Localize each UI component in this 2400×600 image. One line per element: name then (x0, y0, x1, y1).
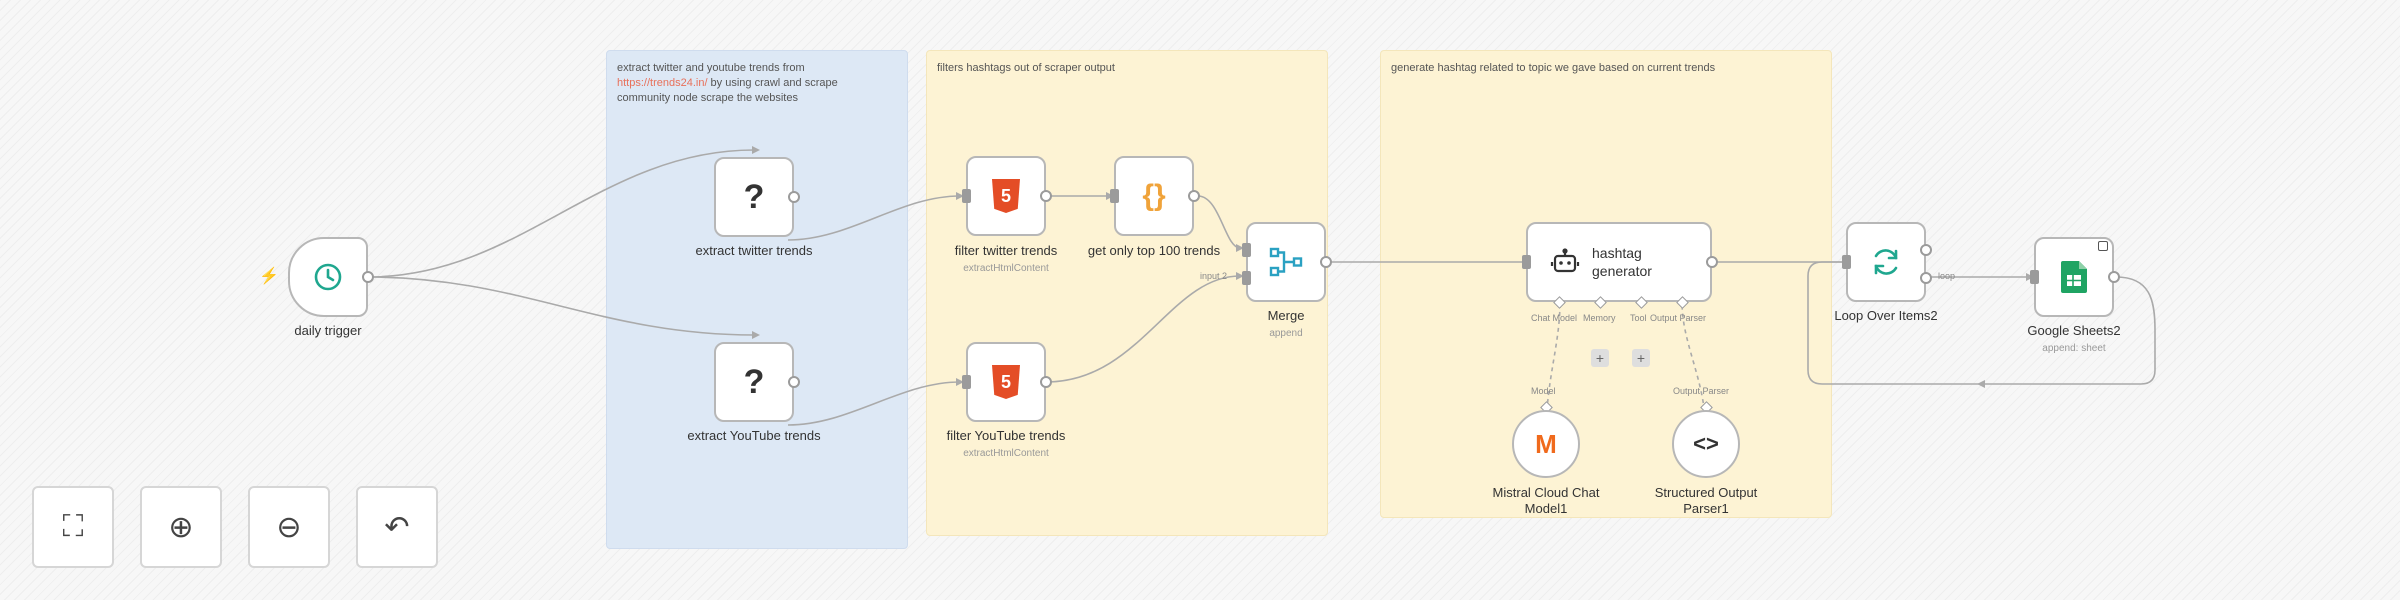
output-handle[interactable] (1706, 256, 1718, 268)
add-memory-button[interactable]: + (1591, 349, 1609, 367)
html5-icon: 5 (992, 365, 1020, 399)
node-mistral[interactable]: M (1512, 410, 1580, 478)
node-extract-youtube[interactable]: ? (714, 342, 800, 422)
node-title: hashtag generator (1592, 245, 1652, 279)
sticky-note-text: extract twitter and youtube trends from … (617, 62, 838, 104)
node-label: Merge (1267, 308, 1305, 323)
edge-filteryt-merge (1045, 275, 1241, 383)
output-handle[interactable] (788, 191, 800, 203)
node-daily-trigger[interactable] (288, 237, 374, 317)
input-handle[interactable] (1522, 255, 1531, 269)
robot-icon (1550, 248, 1580, 273)
sticky-note-text: generate hashtag related to topic we gav… (1391, 62, 1716, 74)
zoom-out-button[interactable]: ⊖ (248, 486, 330, 568)
node-label: Structured Output Parser1 (1654, 485, 1758, 516)
add-tool-button[interactable]: + (1632, 349, 1650, 367)
node-label: daily trigger (294, 323, 362, 338)
sticky-note-extract[interactable]: extract twitter and youtube trends from … (606, 50, 908, 549)
port-label-chat-model: Chat Model (1531, 313, 1578, 323)
edge-twitter-filter (787, 195, 961, 241)
input-handle[interactable] (962, 375, 971, 389)
output-handle-loop[interactable] (1920, 272, 1932, 284)
refresh-icon (1874, 249, 1898, 275)
node-label: filter YouTube trends (946, 428, 1066, 443)
trends24-link[interactable]: https://trends24.in/ (617, 77, 708, 89)
output-handle[interactable] (1040, 376, 1052, 388)
zoom-in-button[interactable]: ⊕ (140, 486, 222, 568)
google-sheets-icon (2061, 261, 2087, 293)
output-handle[interactable] (1188, 190, 1200, 202)
unknown-node-icon: ? (743, 177, 765, 216)
mistral-icon: M (1535, 428, 1557, 459)
reset-zoom-button[interactable]: ↶ (356, 486, 438, 568)
input-handle[interactable] (962, 189, 971, 203)
node-google-sheets[interactable] (2030, 237, 2120, 317)
input-handle[interactable] (1842, 255, 1851, 269)
edge-youtube-filter (787, 381, 961, 426)
model-port-label: Model (1531, 386, 1556, 396)
node-loop-over-items[interactable] (1842, 222, 1932, 302)
edge-sheets-loop-back (1807, 261, 2156, 385)
output-handle[interactable] (788, 376, 800, 388)
node-structured-parser[interactable]: <> (1672, 410, 1740, 478)
fit-view-button[interactable]: ⛶ (32, 486, 114, 568)
node-label: extract twitter trends (695, 243, 813, 258)
edge-top100-merge (1197, 195, 1241, 249)
output-handle[interactable] (1320, 256, 1332, 268)
node-label: extract YouTube trends (687, 428, 821, 443)
node-hashtag-generator[interactable]: hashtag generator (1522, 222, 1718, 302)
input-handle-2[interactable] (1242, 271, 1251, 285)
input-2-label: input 2 (1200, 271, 1228, 281)
node-label: Loop Over Items2 (1834, 308, 1938, 323)
node-label: get only top 100 trends (1087, 243, 1221, 258)
trigger-bolt-icon: ⚡ (259, 268, 279, 285)
node-filter-youtube[interactable]: 5 (962, 342, 1052, 422)
html5-icon: 5 (992, 179, 1020, 213)
merge-icon (1269, 247, 1303, 277)
node-merge[interactable] (1242, 222, 1332, 302)
unknown-node-icon: ? (743, 362, 765, 401)
edge-trigger-twitter (367, 149, 755, 278)
undo-icon: ↶ (384, 510, 410, 544)
input-handle[interactable] (1110, 189, 1119, 203)
output-handle[interactable] (362, 271, 374, 283)
input-handle-1[interactable] (1242, 243, 1251, 257)
node-subtitle: append: sheet (2042, 343, 2106, 354)
code-braces-icon: {} (1142, 179, 1166, 212)
output-handle-done[interactable] (1920, 244, 1932, 256)
sheets-corner-icon (2098, 241, 2108, 251)
loop-port-label: loop (1938, 271, 1956, 281)
node-label: Google Sheets2 (2027, 323, 2121, 338)
node-subtitle: append (1269, 328, 1303, 339)
node-label: filter twitter trends (954, 243, 1058, 258)
node-subtitle: extractHtmlContent (963, 263, 1049, 274)
sticky-note-generate[interactable]: generate hashtag related to topic we gav… (1380, 50, 1832, 518)
fit-view-icon: ⛶ (62, 510, 84, 543)
zoom-in-icon: ⊕ (168, 510, 194, 544)
code-icon: <> (1693, 431, 1719, 456)
node-top100[interactable]: {} (1110, 156, 1200, 236)
port-label-memory: Memory (1583, 313, 1616, 323)
node-filter-twitter[interactable]: 5 (962, 156, 1052, 236)
output-handle[interactable] (1040, 190, 1052, 202)
zoom-out-icon: ⊖ (276, 510, 302, 544)
clock-icon (314, 263, 342, 291)
node-label: Mistral Cloud Chat Model1 (1492, 485, 1600, 516)
input-handle[interactable] (2030, 270, 2039, 284)
port-label-output-parser: Output Parser (1650, 313, 1707, 323)
port-label-tool: Tool (1630, 313, 1647, 323)
node-extract-twitter[interactable]: ? (714, 157, 800, 237)
sticky-note-text: filters hashtags out of scraper output (937, 62, 1115, 74)
parser-port-label: Output Parser (1673, 386, 1730, 396)
output-handle[interactable] (2108, 271, 2120, 283)
edge-trigger-youtube (367, 276, 755, 336)
node-subtitle: extractHtmlContent (963, 448, 1049, 459)
